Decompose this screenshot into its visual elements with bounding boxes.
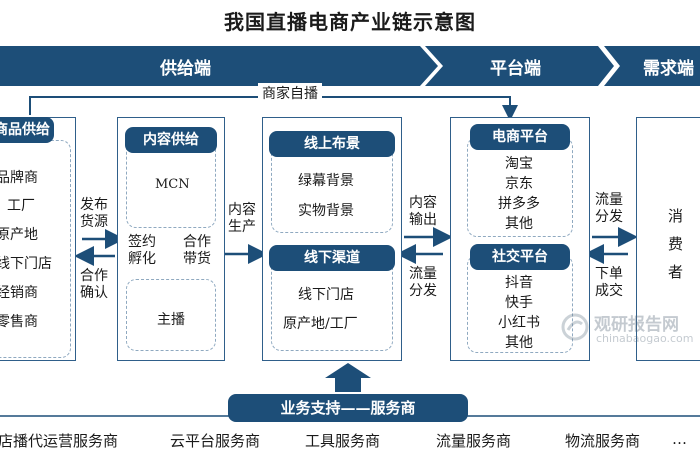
social-item: 快手 [505, 295, 533, 311]
consumer-char: 者 [668, 263, 684, 281]
coop-sell-label: 合作 带货 [183, 234, 211, 268]
ecommerce-item: 淘宝 [505, 156, 533, 172]
social-header: 社交平台 [470, 244, 570, 270]
sign-incubate-label: 签约 孵化 [128, 234, 156, 268]
goods-item: 原产地 [0, 227, 38, 243]
band-platform-label: 平台端 [490, 59, 541, 79]
publish-source-label: 发布 货源 [80, 197, 108, 231]
stage-band: 供给端 平台端 需求端 [0, 46, 700, 86]
diagram-title: 我国直播电商产业链示意图 [224, 10, 476, 34]
content-production-label: 内容 生产 [228, 202, 256, 236]
watermark-name: 观研报告网 [594, 315, 679, 335]
content-production-line-1: 内容 [228, 202, 256, 218]
online-scene-item: 绿幕背景 [298, 173, 354, 189]
goods-supply-panel [0, 117, 76, 361]
consumer-char: 消 [668, 207, 684, 225]
service-provider-item: 物流服务商 [565, 432, 641, 450]
mcn-label: MCN [155, 177, 190, 192]
platform-panel [450, 117, 590, 361]
offline-channel-item: 线下门店 [298, 287, 354, 303]
band-demand-shape [604, 46, 700, 86]
support-up-arrow [325, 363, 371, 392]
offline-channel-header: 线下渠道 [269, 245, 395, 271]
order-deal-line-1: 下单 [595, 266, 623, 282]
order-deal-line-2: 成交 [595, 283, 623, 299]
social-item: 其他 [505, 335, 533, 351]
ecommerce-item: 拼多多 [498, 196, 540, 212]
offline-channel-item: 原产地/工厂 [283, 316, 358, 332]
content-output-line-1: 内容 [409, 195, 437, 211]
order-deal-label: 下单 成交 [595, 266, 623, 300]
watermark: 观研报告网 chinabaogao.com [560, 308, 700, 348]
watermark-url: chinabaogao.com [596, 332, 694, 345]
social-item: 小红书 [498, 315, 540, 331]
service-provider-item: … [672, 430, 687, 448]
goods-item: 工厂 [7, 198, 35, 214]
social-item: 抖音 [505, 275, 533, 291]
goods-item: 线下门店 [0, 256, 52, 272]
ecommerce-item: 京东 [505, 176, 533, 192]
coop-sell-line-2: 带货 [183, 251, 211, 267]
publish-source-line-1: 发布 [80, 197, 108, 213]
anchor-box [126, 279, 216, 351]
service-provider-item: 工具服务商 [305, 432, 381, 450]
service-provider-item: 流量服务商 [436, 432, 512, 450]
goods-supply-header: 商品供给 [0, 117, 54, 143]
consumer-char: 费 [668, 235, 684, 253]
traffic-dist-line-1: 流量 [409, 266, 437, 282]
band-supply-shape [0, 46, 438, 86]
coop-confirm-line-2: 确认 [80, 285, 108, 301]
anchor-label: 主播 [157, 312, 185, 328]
service-provider-item: 店播代运营服务商 [0, 432, 119, 450]
band-demand-label: 需求端 [643, 59, 694, 79]
traffic-dist-label: 流量 分发 [409, 266, 437, 300]
watermark-logo-icon [561, 313, 589, 341]
content-production-line-2: 生产 [228, 219, 256, 235]
traffic-dist-2-line-1: 流量 [595, 192, 623, 208]
content-output-line-2: 输出 [409, 212, 437, 228]
goods-item: 品牌商 [0, 170, 38, 186]
merchant-self-broadcast-label: 商家自播 [258, 83, 322, 103]
content-supply-header: 内容供给 [125, 127, 217, 153]
band-shapes [0, 46, 700, 86]
traffic-dist-2-line-2: 分发 [595, 209, 623, 225]
traffic-dist-line-2: 分发 [409, 283, 437, 299]
scene-channel-panel [262, 117, 402, 361]
service-provider-item: 云平台服务商 [170, 432, 261, 450]
online-scene-header: 线上布景 [269, 131, 395, 157]
business-support-label: 业务支持——服务商 [228, 394, 468, 422]
coop-confirm-line-1: 合作 [80, 268, 108, 284]
ecommerce-header: 电商平台 [470, 124, 570, 150]
traffic-dist-2-label: 流量 分发 [595, 192, 623, 226]
consumer-panel [636, 117, 700, 361]
online-scene-item: 实物背景 [298, 203, 354, 219]
goods-item: 经销商 [0, 285, 38, 301]
content-output-label: 内容 输出 [409, 195, 437, 229]
goods-item: 零售商 [0, 314, 38, 330]
content-supply-panel [117, 117, 225, 361]
consumer-label: 消 费 者 [668, 202, 683, 286]
band-platform-shape [425, 46, 614, 86]
sign-incubate-line-2: 孵化 [128, 251, 156, 267]
ecommerce-item: 其他 [505, 216, 533, 232]
coop-confirm-label: 合作 确认 [80, 268, 108, 302]
coop-sell-line-1: 合作 [183, 234, 211, 250]
band-supply-label: 供给端 [160, 59, 211, 79]
sign-incubate-line-1: 签约 [128, 234, 156, 250]
publish-source-line-2: 货源 [80, 214, 108, 230]
